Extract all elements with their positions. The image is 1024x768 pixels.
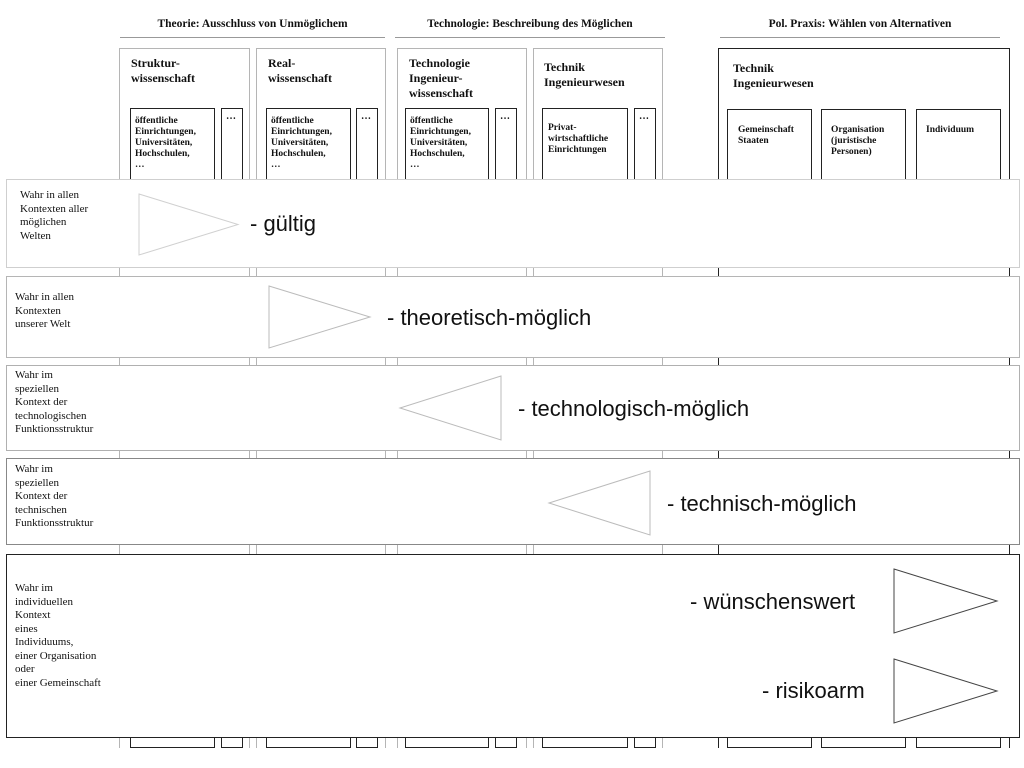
sub-text-structure-science: öffentliche Einrichtungen, Universitäten… — [135, 116, 196, 170]
sub-bottom-engineering — [542, 738, 628, 748]
arrow-right-icon — [893, 658, 999, 724]
arrow-left-icon — [547, 470, 651, 536]
sub-box-individual — [916, 109, 1001, 189]
header-technology-underline — [395, 37, 665, 38]
sub-text-real-science: öffentliche Einrichtungen, Universitäten… — [271, 116, 332, 170]
category-theoretically-possible: - theoretisch-möglich — [387, 305, 592, 330]
category-low-risk: - risikoarm — [762, 678, 865, 703]
more-icon: … — [361, 111, 371, 122]
sub-bottom-more-technology-engineering-science — [495, 738, 517, 748]
sub-box-engineering — [542, 108, 628, 188]
band-label-individual-context: Wahr im individuellen Kontext eines Indi… — [15, 582, 101, 689]
sub-bottom-structure-science — [130, 738, 215, 748]
sub-bottom-technology-engineering-science — [405, 738, 489, 748]
header-politics: Pol. Praxis: Wählen von Alternativen — [768, 18, 952, 30]
header-theory-underline — [120, 37, 385, 38]
sub-text-engineering: Privat- wirtschaftliche Einrichtungen — [548, 123, 609, 155]
column-title-engineering: Technik Ingenieurwesen — [544, 60, 625, 89]
arrow-right-icon — [268, 285, 372, 349]
more-icon: … — [500, 111, 510, 122]
header-politics-underline — [720, 37, 1000, 38]
band-label-valid: Wahr in allen Kontexten aller möglichen … — [20, 189, 89, 242]
more-icon: … — [226, 111, 236, 122]
band-label-technically-possible: Wahr im speziellen Kontext der technisch… — [15, 463, 94, 529]
sub-text-community: Gemeinschaft Staaten — [738, 125, 794, 146]
band-individual-context — [6, 554, 1020, 738]
more-icon: … — [639, 111, 649, 122]
column-title-real-science: Real- wissenschaft — [268, 56, 333, 85]
sub-bottom-organisation — [821, 738, 906, 748]
sub-bottom-individual — [916, 738, 1001, 748]
column-title-practice-engineering: Technik Ingenieurwesen — [733, 61, 814, 90]
sub-box-structure-science — [130, 108, 215, 188]
arrow-right-icon — [138, 193, 240, 256]
sub-text-organisation: Organisation (juristische Personen) — [831, 125, 885, 157]
sub-box-organisation — [821, 109, 906, 189]
header-technology: Technologie: Beschreibung des Möglichen — [427, 18, 633, 30]
band-label-technologically-possible: Wahr im speziellen Kontext der technolog… — [15, 369, 94, 435]
band-theoretically-possible — [6, 276, 1020, 358]
sub-text-technology-engineering-science: öffentliche Einrichtungen, Universitäten… — [410, 116, 471, 170]
band-technologically-possible — [6, 365, 1020, 451]
category-technically-possible: - technisch-möglich — [667, 491, 857, 516]
sub-box-community — [727, 109, 812, 189]
sub-bottom-more-structure-science — [221, 738, 243, 748]
column-title-structure-science: Struktur- wissenschaft — [131, 56, 196, 85]
sub-bottom-more-engineering — [634, 738, 656, 748]
category-technologically-possible: - technologisch-möglich — [518, 396, 750, 421]
column-title-technology-engineering-science: Technologie Ingenieur- wissenschaft — [409, 56, 474, 100]
band-label-theoretically-possible: Wahr in allen Kontexten unserer Welt — [15, 291, 74, 330]
arrow-right-icon — [893, 568, 999, 634]
sub-bottom-more-real-science — [356, 738, 378, 748]
header-theory: Theorie: Ausschluss von Unmöglichem — [157, 18, 348, 30]
sub-bottom-real-science — [266, 738, 351, 748]
sub-bottom-community — [727, 738, 812, 748]
sub-box-real-science — [266, 108, 351, 188]
band-technically-possible — [6, 458, 1020, 545]
arrow-left-icon — [398, 375, 502, 441]
category-valid: - gültig — [250, 211, 317, 236]
category-desirable: - wünschenswert — [690, 589, 856, 614]
sub-text-individual: Individuum — [926, 125, 975, 135]
